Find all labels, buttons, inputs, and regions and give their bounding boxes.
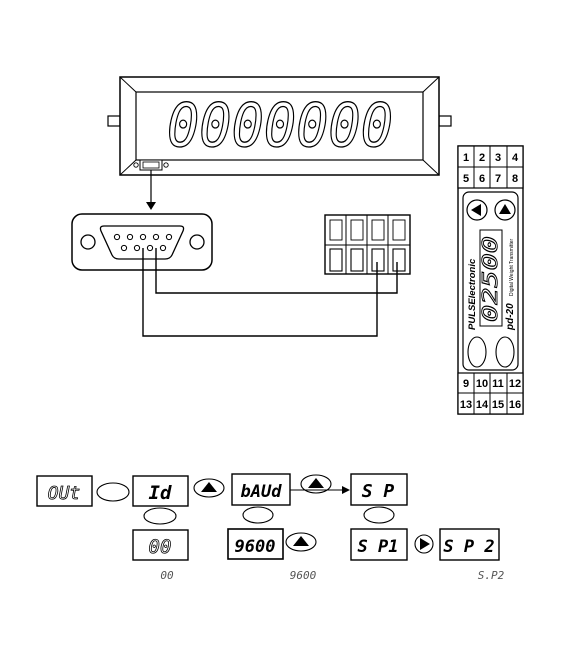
terminal-12: 12 [509, 378, 521, 390]
oval-button-icon [243, 507, 273, 523]
menu-sp2-label: S P 2 [443, 537, 494, 557]
caption-id: 00 [160, 569, 174, 582]
transmitter-module: 1 2 3 4 5 6 7 8 PULSElectronic 02500 pd-… [458, 146, 523, 414]
terminal-1: 1 [463, 152, 469, 164]
module-button-right [496, 337, 514, 367]
menu-box-sp2: S P 2 [440, 529, 499, 560]
oval-button-icon [144, 508, 176, 524]
db9-connector [72, 214, 212, 270]
terminal-15: 15 [492, 399, 504, 411]
menu-baud-value: 9600 [235, 537, 276, 557]
menu-flow: OUt Id bAUd S P [37, 474, 505, 582]
menu-baud-label: bAUd [241, 482, 283, 502]
module-display-value: 02500 [478, 236, 502, 322]
terminal-2: 2 [479, 152, 485, 164]
oval-button-icon [364, 507, 394, 523]
top-terminals: 1 2 3 4 5 6 7 8 [458, 146, 523, 188]
up-arrow-button-icon [495, 200, 515, 220]
terminal-8: 8 [512, 173, 518, 185]
right-arrow-icon [415, 535, 433, 553]
module-button-left [468, 337, 486, 367]
terminal-5: 5 [463, 173, 469, 185]
up-arrow-icon [194, 479, 224, 497]
module-subtitle: Digital Weight Transmitter [509, 239, 515, 296]
terminal-10: 10 [476, 378, 488, 390]
menu-box-id: Id [133, 476, 188, 506]
menu-sp-label: S P [362, 481, 395, 502]
terminal-7: 7 [495, 173, 501, 185]
menu-box-id-value: 00 [133, 530, 188, 560]
terminal-13: 13 [460, 399, 472, 411]
menu-box-sp1: S P1 [351, 529, 407, 560]
terminal-4: 4 [512, 152, 519, 164]
terminal-3: 3 [495, 152, 501, 164]
terminal-16: 16 [509, 399, 521, 411]
cable-arrow [146, 170, 156, 210]
menu-id-value: 00 [149, 536, 172, 558]
left-arrow-button-icon [467, 200, 487, 220]
menu-box-out: OUt [37, 476, 92, 506]
menu-id-label: Id [149, 482, 172, 504]
caption-sp: S.P2 [478, 569, 505, 582]
bottom-terminals: 9 10 11 12 13 14 15 16 [458, 373, 523, 414]
menu-box-baud: bAUd [232, 474, 290, 505]
terminal-11: 11 [492, 378, 504, 390]
menu-sp1-label: S P1 [358, 537, 399, 557]
menu-box-baud-value: 9600 [228, 529, 283, 559]
terminal-6: 6 [479, 173, 485, 185]
terminal-14: 14 [476, 399, 489, 411]
menu-box-sp: S P [351, 474, 407, 505]
oval-button-icon [97, 483, 129, 501]
terminal-9: 9 [463, 378, 469, 390]
remote-display: 0000000 [108, 77, 451, 175]
up-arrow-icon [286, 533, 316, 551]
module-model: pd-20 [505, 303, 516, 331]
module-brand: PULSElectronic [467, 258, 478, 330]
display-digits: 0000000 [167, 91, 393, 161]
caption-baud: 9600 [290, 569, 317, 582]
menu-out-label: OUt [48, 483, 81, 504]
